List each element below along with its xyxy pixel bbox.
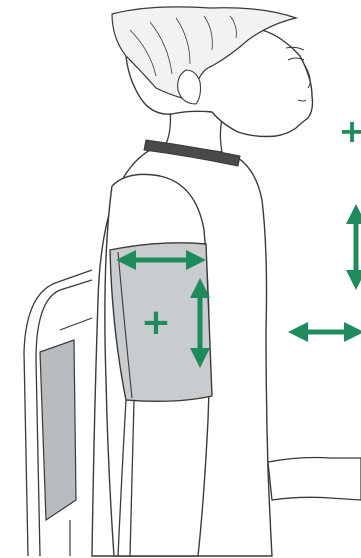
plus-icon-cuff: + <box>141 302 171 343</box>
chair-backrest-cushion <box>40 340 76 520</box>
lower-arm <box>268 458 361 501</box>
chair <box>24 270 92 556</box>
plus-icon-right: + <box>339 112 361 150</box>
